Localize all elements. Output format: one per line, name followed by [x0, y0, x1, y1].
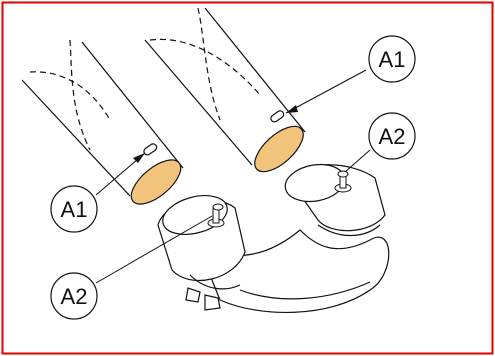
- callout-a2-right: A2: [344, 112, 416, 173]
- left-tube-opening: [130, 159, 182, 205]
- left-screw: [207, 203, 225, 228]
- callout-a2-right-label: A2: [379, 124, 406, 149]
- callout-a1-left-label: A1: [61, 197, 88, 222]
- callout-a1-top-label: A1: [379, 47, 406, 72]
- u-connector: [157, 163, 390, 314]
- left-tube-slot: [143, 143, 158, 156]
- right-straight-tube: [144, 7, 306, 173]
- right-screw: [334, 170, 352, 193]
- callout-a1-left: A1: [50, 152, 146, 233]
- callout-a1-top: A1: [285, 35, 416, 114]
- right-tube-opening: [254, 125, 304, 173]
- callout-a2-left-label: A2: [61, 284, 88, 309]
- callout-a2-left: A2: [50, 215, 213, 320]
- right-tube-slot: [270, 110, 285, 123]
- left-straight-tube: [21, 39, 184, 205]
